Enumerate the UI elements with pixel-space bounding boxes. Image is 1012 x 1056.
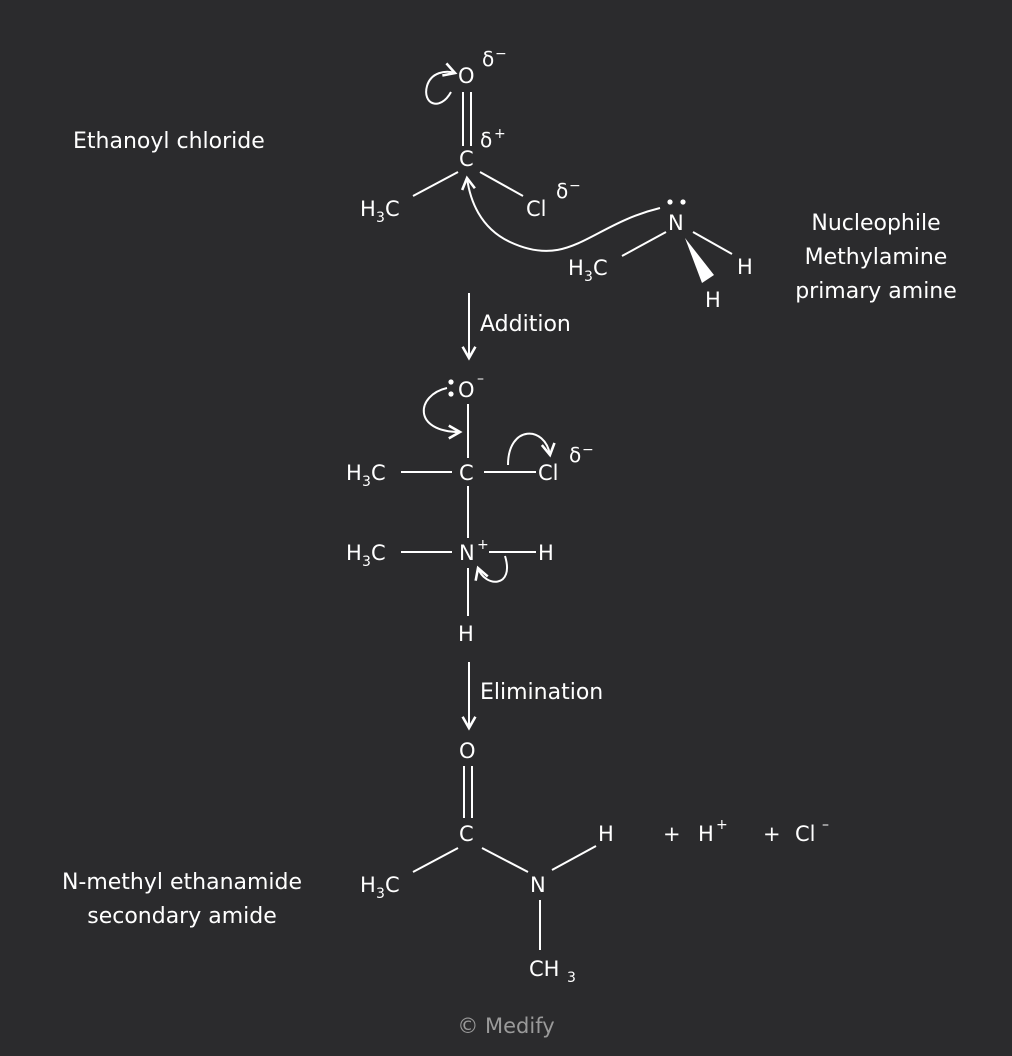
amine-h-right: H (737, 255, 753, 279)
oxygen-negative-charge: – (477, 371, 484, 387)
oxygen-lone-pair-dot-2 (448, 391, 454, 397)
lone-pair-dot-2 (680, 199, 686, 205)
chlorine-minus-sign: − (569, 178, 581, 194)
product-bond-c-ch3 (412, 847, 459, 873)
lone-pair-dot-1 (667, 199, 673, 205)
intermediate-n-h-right: H (538, 541, 554, 565)
nitrogen-positive-charge: + (477, 537, 489, 553)
methyl-group-h: H (360, 197, 376, 221)
chloride-ion-charge: – (822, 817, 829, 833)
nh-methyl-h: H (346, 541, 362, 565)
intermediate-cl-minus: − (582, 442, 594, 458)
atom-chlorine: Cl (526, 197, 547, 221)
byproduct-chloride: Cl (795, 822, 816, 846)
deprotonation-arrow (474, 555, 508, 583)
product-oxygen: O (459, 739, 476, 763)
delta-minus-label: δ (482, 47, 494, 71)
intermediate-cl-delta: δ (569, 443, 581, 467)
nucleophile-caption: Nucleophile (811, 211, 940, 236)
byproduct-hydrogen: H (698, 822, 714, 846)
amine-methyl-subscript: 3 (584, 269, 593, 285)
amine-methyl-c: C (593, 256, 608, 280)
product-n-h: H (598, 822, 614, 846)
amine-h-bottom: H (705, 288, 721, 312)
primary-amine-caption: primary amine (795, 279, 957, 304)
hydrogen-ion-charge: + (716, 817, 728, 833)
product-methyl-c: C (385, 873, 400, 897)
bond-n-h (692, 231, 733, 255)
product-bond-n-h (551, 845, 597, 871)
chlorine-delta-minus: δ (556, 179, 568, 203)
minus-sign: − (495, 46, 507, 62)
methylamine-structure: N H 3 C H H (460, 175, 753, 312)
product-ch3-ch: CH (529, 957, 559, 981)
methyl-group-c: C (385, 197, 400, 221)
n-methyl-ethanamide-caption: N-methyl ethanamide (62, 870, 302, 895)
amine-nitrogen: N (668, 211, 684, 235)
nucleophilic-attack-arrow (460, 175, 661, 252)
methylamine-caption: Methylamine (805, 245, 948, 270)
tetrahedral-intermediate: O – C H 3 C Cl δ − N + H 3 C H H (346, 371, 594, 646)
nh-methyl-c: C (371, 541, 386, 565)
plus-sign: + (494, 126, 506, 142)
product-methyl-h: H (360, 873, 376, 897)
curly-arrow-carbonyl (425, 62, 458, 105)
ethanoyl-chloride-caption: Ethanoyl chloride (73, 129, 265, 154)
product-bond-c-n (481, 847, 529, 873)
product-nitrogen: N (530, 873, 546, 897)
product-carbon: C (459, 822, 474, 846)
bond-c-cl (479, 171, 524, 197)
copyright-credit: © Medify (457, 1014, 554, 1038)
nh-methyl-subscript: 3 (362, 554, 371, 570)
atom-carbon: C (459, 147, 474, 171)
leaving-group-arrow (507, 432, 556, 466)
atom-oxygen: O (458, 64, 475, 88)
plus-sign-2: + (763, 822, 781, 846)
delta-plus-label: δ (480, 128, 492, 152)
intermediate-methyl-c: C (371, 461, 386, 485)
secondary-amide-caption: secondary amide (87, 904, 277, 929)
bond-n-ch3 (621, 231, 667, 257)
intermediate-methyl-h: H (346, 461, 362, 485)
methyl-subscript: 3 (376, 210, 385, 226)
intermediate-chlorine: Cl (538, 461, 559, 485)
amine-methyl-h: H (568, 256, 584, 280)
n-methyl-ethanamide-structure: O C H 3 C N H CH 3 + H + + Cl – (360, 739, 829, 986)
elimination-label: Elimination (480, 680, 603, 705)
intermediate-methyl-subscript: 3 (362, 474, 371, 490)
product-methyl-subscript: 3 (376, 886, 385, 902)
wedge-bond (685, 238, 714, 283)
plus-sign-1: + (663, 822, 681, 846)
oxygen-lone-pair-dot-1 (448, 379, 454, 385)
reform-carbonyl-arrow (422, 387, 463, 440)
intermediate-nitrogen: N (459, 541, 475, 565)
bond-c-ch3 (412, 171, 459, 197)
intermediate-carbon: C (459, 461, 474, 485)
intermediate-n-h-bottom: H (458, 622, 474, 646)
addition-label: Addition (480, 312, 571, 337)
ethanoyl-chloride-structure: O δ − C δ + H 3 C Cl δ − (360, 46, 581, 226)
product-ch3-subscript: 3 (567, 970, 576, 986)
intermediate-oxygen: O (458, 378, 475, 402)
